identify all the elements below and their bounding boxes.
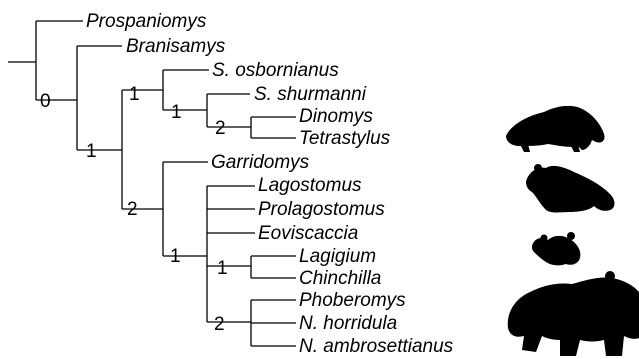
- node-value: 2: [127, 199, 138, 220]
- taxon-label: Dinomys: [299, 106, 373, 127]
- rodent-silhouette-icon: [508, 271, 639, 356]
- taxon-label: N. horridula: [299, 313, 397, 334]
- taxon-label: N. ambrosettianus: [299, 336, 454, 357]
- taxon-label: Prospaniomys: [86, 11, 207, 32]
- rodent-silhouette-icon: [526, 164, 615, 213]
- rodent-silhouette-icon: [506, 106, 605, 152]
- node-value: 1: [170, 246, 181, 267]
- taxon-label: Prolagostomus: [258, 199, 385, 220]
- node-values: 0 1 1 1 2 2 1 1 2: [40, 84, 228, 335]
- taxon-label: Chinchilla: [299, 268, 381, 289]
- taxon-label: S. osbornianus: [212, 60, 339, 81]
- taxon-label: Garridomys: [211, 152, 310, 173]
- taxon-label: Lagostomus: [258, 175, 362, 196]
- taxon-label: Tetrastylus: [299, 128, 391, 149]
- node-value: 1: [217, 258, 228, 279]
- taxon-label: Lagigium: [299, 246, 376, 267]
- node-value: 2: [214, 314, 225, 335]
- taxon-label: S. shurmanni: [254, 84, 367, 105]
- taxon-label: Phoberomys: [299, 290, 406, 311]
- node-value: 0: [40, 91, 51, 112]
- taxon-label: Eoviscaccia: [258, 223, 358, 244]
- node-value: 1: [129, 84, 140, 105]
- taxon-label: Branisamys: [126, 36, 226, 57]
- silhouettes: [506, 106, 639, 356]
- node-value: 1: [171, 102, 182, 123]
- node-value: 2: [215, 118, 226, 139]
- node-value: 1: [86, 141, 97, 162]
- rodent-silhouette-icon: [532, 232, 580, 265]
- taxon-labels: Prospaniomys Branisamys S. osbornianus S…: [86, 11, 454, 357]
